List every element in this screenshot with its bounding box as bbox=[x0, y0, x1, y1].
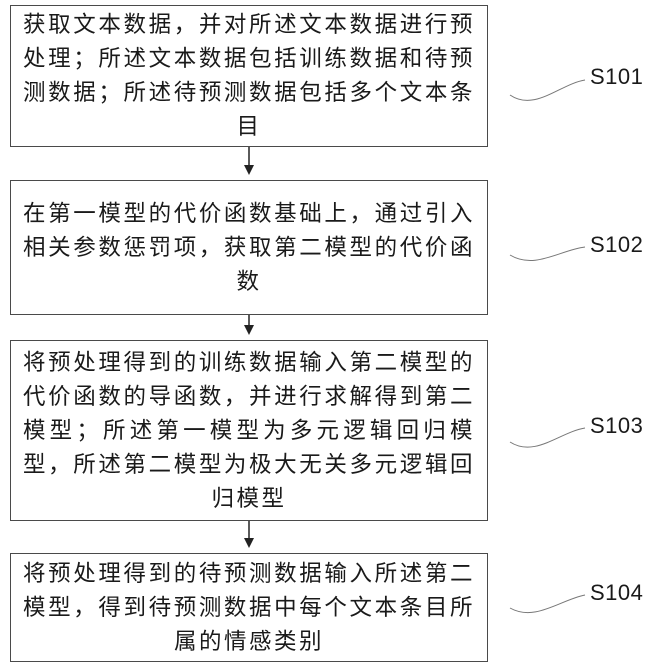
step-text-s101: 获取文本数据，并对所述文本数据进行预处理；所述文本数据包括训练数据和待预测数据；… bbox=[11, 8, 487, 144]
step-text-s104: 将预处理得到的待预测数据输入所述第二模型，得到待预测数据中每个文本条目所属的情感… bbox=[11, 557, 487, 659]
step-box-s101: 获取文本数据，并对所述文本数据进行预处理；所述文本数据包括训练数据和待预测数据；… bbox=[10, 5, 488, 147]
leader-line-s103 bbox=[510, 428, 585, 447]
step-label-s101: S101 bbox=[590, 64, 643, 90]
step-label-s104: S104 bbox=[590, 580, 643, 606]
leader-line-s104 bbox=[510, 595, 585, 613]
step-label-s103: S103 bbox=[590, 413, 643, 439]
leader-line-s101 bbox=[510, 80, 585, 100]
step-box-s102: 在第一模型的代价函数基础上，通过引入相关参数惩罚项，获取第二模型的代价函数 bbox=[10, 180, 488, 315]
step-box-s104: 将预处理得到的待预测数据输入所述第二模型，得到待预测数据中每个文本条目所属的情感… bbox=[10, 553, 488, 662]
leader-line-s102 bbox=[510, 247, 585, 261]
step-text-s103: 将预处理得到的训练数据输入第二模型的代价函数的导函数，并进行求解得到第二模型；所… bbox=[11, 346, 487, 516]
step-text-s102: 在第一模型的代价函数基础上，通过引入相关参数惩罚项，获取第二模型的代价函数 bbox=[11, 197, 487, 299]
step-box-s103: 将预处理得到的训练数据输入第二模型的代价函数的导函数，并进行求解得到第二模型；所… bbox=[10, 340, 488, 521]
step-label-s102: S102 bbox=[590, 232, 643, 258]
